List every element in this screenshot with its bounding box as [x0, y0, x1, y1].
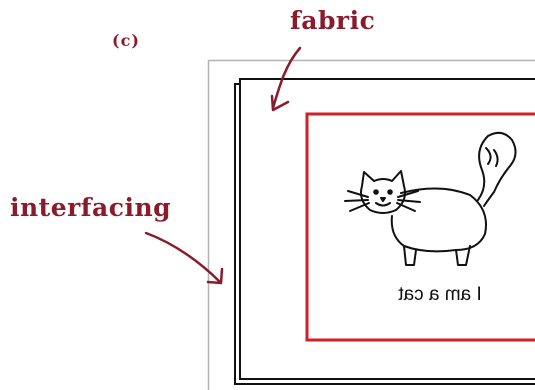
- interfacing-label: interfacing: [10, 193, 172, 222]
- design-border: [305, 112, 535, 342]
- fabric-arrow: [270, 46, 302, 112]
- interfacing-arrow: [144, 231, 224, 285]
- cat-drawing-icon: [344, 131, 517, 266]
- fabric-sheet-front: [239, 78, 535, 380]
- drawing-caption: I am a cat: [398, 284, 482, 305]
- fabric-label: fabric: [290, 6, 376, 35]
- panel-label: (c): [112, 31, 140, 50]
